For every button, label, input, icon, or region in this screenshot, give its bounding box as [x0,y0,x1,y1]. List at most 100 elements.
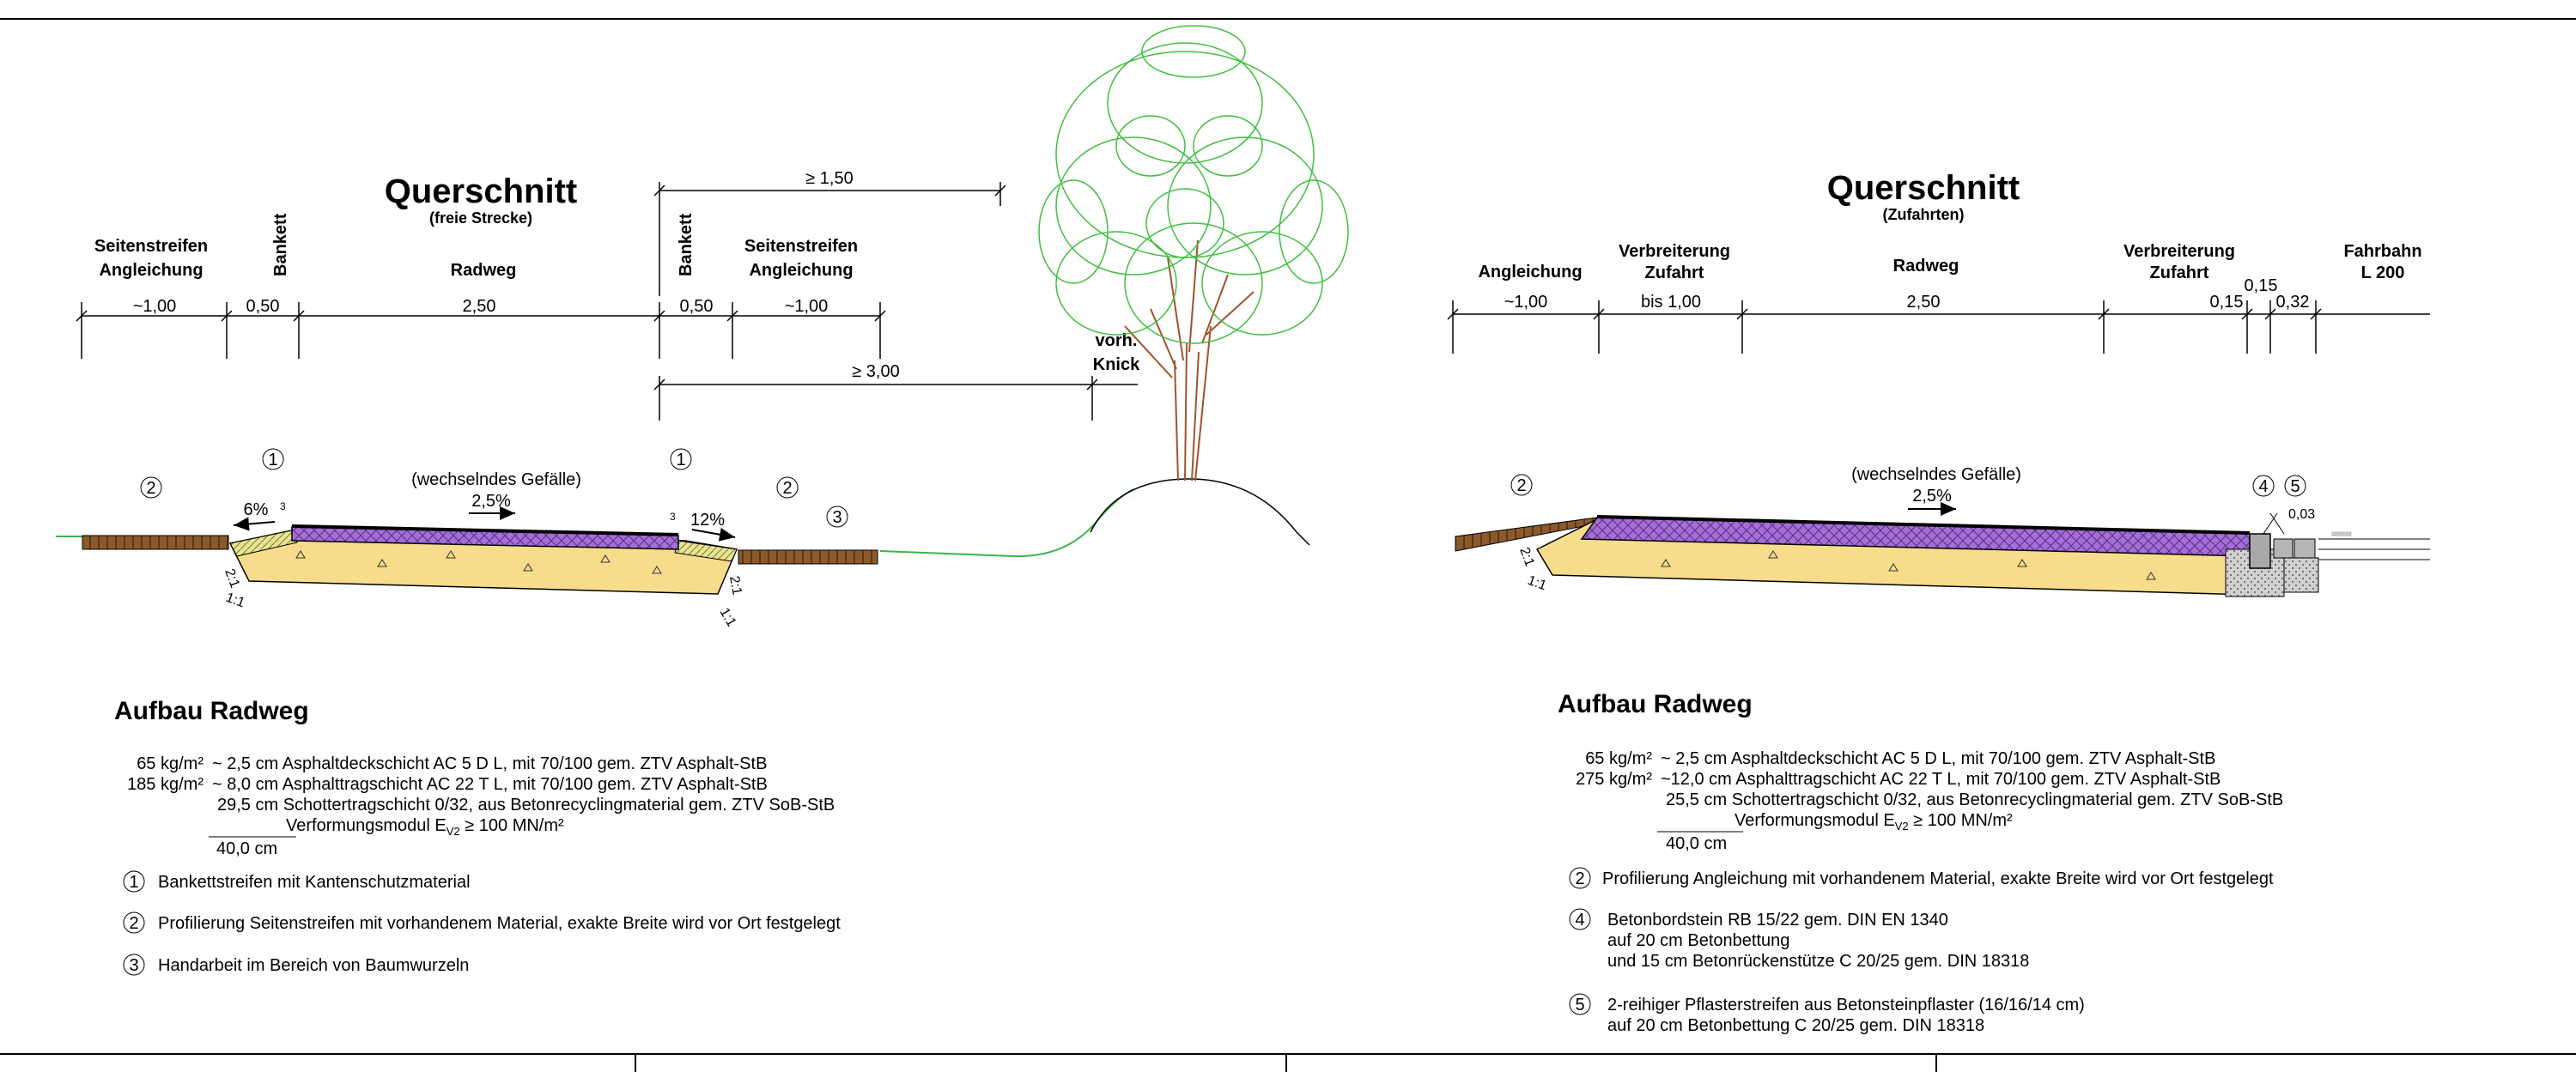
right-total: 40,0 cm [1666,834,1727,853]
left-dim-4: 0,50 [680,297,714,316]
right-row-3-text: 25,5 cm Schottertragschicht 0/32, aus Be… [1666,790,2283,809]
left-title: Querschnitt [385,173,577,210]
paver-bedding [2283,557,2319,593]
right-dim-6: 0,32 [2276,293,2310,312]
right-header-verbr-2: Zufahrt [1645,263,1704,282]
right-note-3-text-2: auf 20 cm Betonbettung C 20/25 gem. DIN … [1607,1016,1984,1035]
right-row-2-text: ~12,0 cm Asphalttragschicht AC 22 T L, m… [1661,770,2221,789]
right-modul-sub: V2 [1895,820,1909,833]
right-header-verbr-r1: Verbreiterung [2123,242,2235,261]
right-header-verbr-r2: Zufahrt [2150,263,2209,282]
left-header-knick: Knick [1093,355,1140,374]
right-header-verbr-1: Verbreiterung [1619,242,1730,261]
left-small-3a: 3 [280,500,286,512]
paver-1 [2273,538,2293,559]
right-header-fahrbahn: Fahrbahn [2343,242,2421,261]
left-row-1-weight: 65 kg/m² [137,754,204,773]
marker-2-right: 2 [782,479,792,498]
right-note-2-text: Betonbordstein RB 15/22 gem. DIN EN 1340 [1607,911,1948,930]
left-total: 40,0 cm [216,839,277,858]
right-dim-2: bis 1,00 [1641,293,1701,312]
left-header-seitenstreifen-2: Angleichung [99,261,203,280]
left-modul-post: ≥ 100 MN/m² [460,816,564,835]
left-note-3-num: 3 [129,956,138,975]
right-row-1-weight: 65 kg/m² [1585,749,1652,768]
left-markers: 2 1 1 2 3 [140,448,848,528]
right-dim-7: 0,03 [2288,507,2315,522]
left-header-vorh: vorh. [1096,331,1138,350]
right-row-1-text: ~ 2,5 cm Asphaltdeckschicht AC 5 D L, mi… [1661,749,2215,768]
left-subtitle: (freie Strecke) [429,209,532,227]
left-note-1-num: 1 [129,873,138,892]
left-dim-1: ~1,00 [133,297,177,316]
left-header-seitenstreifen-r2: Angleichung [749,261,853,280]
right-section-embank-2: 1:1 [1526,573,1549,594]
right-dim-5: 0,15 [2245,276,2278,295]
right-embank-label: 1:1 [717,606,739,630]
right-note-3-text: 2-reihiger Pflasterstreifen aus Betonste… [1607,996,2085,1014]
left-small-3b: 3 [670,511,676,523]
left-modul-pre: Verformungsmodul E [286,816,447,835]
left-bankett-left [229,530,298,557]
right-aufbau: Aufbau Radweg 65 kg/m² ~ 2,5 cm Asphaltd… [1558,690,2283,1035]
right-section: Querschnitt (Zufahrten) Angleichung Verb… [1447,169,2430,1035]
right-embank-label-2: 2:1 [726,575,744,597]
right-note-3-num: 5 [1575,996,1584,1014]
left-gradient-label: (wechselndes Gefälle) [411,470,581,489]
marker-1-left: 1 [268,451,277,469]
right-title: Querschnitt [1827,169,2020,207]
left-embank-label: 2:1 [222,567,242,591]
left-section: Querschnitt (freie Strecke) Seitenstreif… [56,25,1349,976]
left-gradient-value: 2,5% [471,492,511,511]
left-slope-right: 12% [690,511,725,530]
tree-icon [1038,25,1349,481]
left-note-2-num: 2 [129,914,138,933]
left-row-2-weight: 185 kg/m² [127,775,204,794]
right-dim-1: ~1,00 [1504,293,1548,312]
left-modul: Verformungsmodul EV2 ≥ 100 MN/m² [286,816,564,838]
right-header-l200: L 200 [2361,263,2405,282]
right-dim-3: 2,50 [1907,293,1941,312]
marker-1-right: 1 [676,451,685,469]
right-markers: 2 4 5 [1510,474,2306,497]
left-slope-left: 6% [244,500,269,519]
right-note-2-text-2: auf 20 cm Betonbettung [1607,931,1789,950]
right-note-1-text: Profilierung Angleichung mit vorhandenem… [1602,869,2274,888]
right-modul-post: ≥ 100 MN/m² [1909,811,2013,830]
left-header-seitenstreifen-1: Seitenstreifen [94,237,208,256]
left-aufbau: Aufbau Radweg 65 kg/m² ~ 2,5 cm Asphaltd… [114,697,841,976]
left-embank-label-2: 1:1 [224,591,247,611]
right-dim-4: 0,15 [2210,293,2244,312]
left-aufbau-heading: Aufbau Radweg [114,697,309,725]
left-row-2-text: ~ 8,0 cm Asphalttragschicht AC 22 T L, m… [212,775,768,794]
right-marker-5: 5 [2290,477,2300,496]
right-soil-strip [738,549,878,565]
right-marker-2: 2 [1516,476,1526,495]
left-header-seitenstreifen-r1: Seitenstreifen [744,237,858,256]
left-soil-strip [82,535,229,550]
left-header-bankett-right: Bankett [677,213,696,276]
right-aufbau-heading: Aufbau Radweg [1558,690,1753,718]
left-modul-sub: V2 [447,825,460,838]
right-row-2-weight: 275 kg/m² [1576,770,1652,789]
paver-2 [2293,538,2316,559]
right-marker-4: 4 [2258,477,2268,496]
right-note-1-num: 2 [1575,869,1584,888]
left-note-3-text: Handarbeit im Bereich von Baumwurzeln [158,956,469,975]
left-dim-tree-300: ≥ 3,00 [852,362,899,381]
drawing-frame [0,18,2576,1072]
left-dim-5: ~1,00 [785,297,829,316]
left-header-radweg: Radweg [451,261,517,280]
marker-2-left: 2 [146,479,155,498]
left-dim-2: 0,50 [246,297,280,316]
right-note-2-text-3: und 15 cm Betonrückenstütze C 20/25 gem.… [1607,952,2029,971]
left-note-1-text: Bankettstreifen mit Kantenschutzmaterial [158,873,471,892]
right-gradient-value: 2,5% [1912,487,1952,506]
right-note-2-num: 4 [1575,911,1584,930]
right-modul-pre: Verformungsmodul E [1735,811,1895,830]
left-dim-tree-150: ≥ 1,50 [805,169,853,188]
left-row-3-text: 29,5 cm Schottertragschicht 0/32, aus Be… [217,796,835,815]
right-section-embank: 2:1 [1516,546,1537,569]
curb-stone [2249,533,2271,569]
